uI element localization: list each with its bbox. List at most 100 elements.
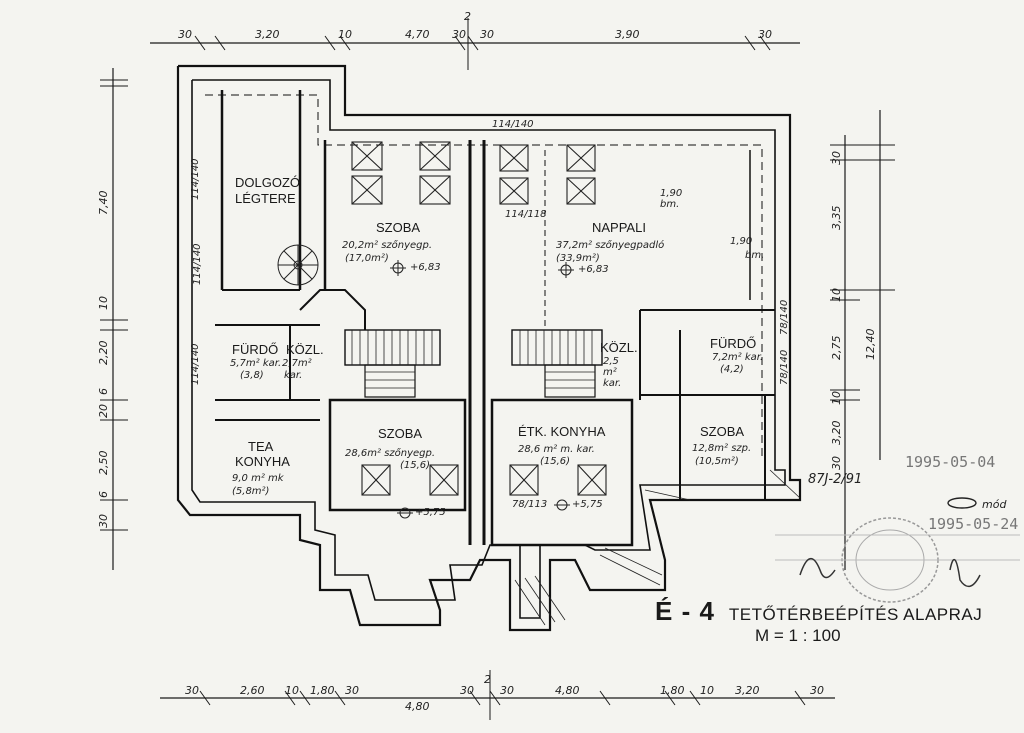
- dim-right-3: 12,40: [864, 329, 877, 361]
- room-kozl-w-label: KÖZL.: [286, 342, 324, 357]
- szoba-nw-area2: (17,0m²): [345, 253, 389, 264]
- dim-top-6: 30: [480, 28, 494, 41]
- kozl-w-area: 2,7m²: [282, 358, 312, 369]
- room-szoba-sc-label: SZOBA: [378, 426, 422, 441]
- dim-top-8: 30: [758, 28, 772, 41]
- beam-label-3: 114/140: [192, 243, 203, 285]
- dim-top-5: 30: [452, 28, 466, 41]
- signature-mark-2: [949, 558, 981, 588]
- dim-top-7: 3,90: [615, 28, 640, 41]
- szoba-sc-level: +5,75: [415, 507, 446, 518]
- dim-right-8: 30: [830, 456, 843, 470]
- etk-level: +5,75: [572, 499, 603, 510]
- beam-label-5: 78/140: [779, 300, 790, 335]
- dim-top-2: 3,20: [255, 28, 280, 41]
- axis-mark-top: 2: [464, 10, 471, 23]
- dim-bottom-1: 30: [185, 684, 199, 697]
- furdo-e-area2: (4,2): [720, 364, 744, 375]
- nappali-level: +6,83: [578, 264, 609, 275]
- room-tea-label: TEA: [248, 439, 274, 454]
- dim-left-1: 7,40: [97, 191, 110, 216]
- dim-right-4: 10: [830, 288, 843, 302]
- kozl-e-area3: kar.: [603, 378, 621, 389]
- dim-right-2: 3,35: [830, 206, 843, 231]
- beam-label-1: 114/140: [492, 119, 534, 130]
- kozl-e-area: 2,5: [603, 356, 619, 367]
- spiral-stair: [277, 244, 319, 286]
- szoba-sc-area: 28,6m² szőnyegp.: [345, 447, 435, 459]
- furdo-e-area: 7,2m² kar.: [712, 352, 763, 363]
- skylight-windows: [351, 141, 607, 496]
- stamp-date-2: 1995-05-24: [928, 515, 1019, 533]
- dim-top-4: 4,70: [405, 28, 430, 41]
- dim-bottom-4: 1,80: [310, 684, 335, 697]
- dim-top-1: 30: [178, 28, 192, 41]
- kozl-w-area2: kar.: [284, 370, 302, 381]
- szoba-nw-area: 20,2m² szőnyegp.: [342, 239, 432, 251]
- dim-bottom-13: 30: [810, 684, 824, 697]
- sheet-scale: M = 1 : 100: [755, 626, 841, 645]
- dim-left-7: 6: [97, 491, 110, 498]
- nappali-area2: (33,9m²): [556, 253, 600, 264]
- stamp-date-1: 1995-05-04: [905, 453, 996, 471]
- level-markers: [390, 260, 574, 519]
- dim-left-6: 2,50: [97, 451, 110, 476]
- room-furdo-e-label: FÜRDŐ: [710, 336, 756, 351]
- dim-bottom-9: 4,80: [555, 684, 580, 697]
- nappali-bm2: 1,90: [730, 236, 752, 247]
- room-kozl-e-label: KÖZL.: [600, 340, 638, 355]
- nappali-area: 37,2m² szőnyegpadló: [556, 239, 664, 251]
- furdo-w-area: 5,7m² kar.: [230, 358, 281, 369]
- szoba-nw-level: +6,83: [410, 262, 441, 273]
- dim-bottom-8: 30: [500, 684, 514, 697]
- nappali-bm1b: bm.: [660, 199, 679, 210]
- room-nappali-label: NAPPALI: [592, 220, 646, 235]
- room-dolgozo-label: DOLGOZÓ: [235, 175, 300, 190]
- dim-left-8: 30: [97, 514, 110, 528]
- tea-area2: (5,8m²): [232, 486, 269, 497]
- room-konyha-label: KONYHA: [235, 454, 290, 469]
- title-block: É - 4 TETŐTÉRBEÉPÍTÉS ALAPRAJ: [655, 596, 982, 627]
- dim-bottom-6: 4,80: [405, 700, 430, 713]
- building-outline: [176, 64, 802, 632]
- nappali-bm1: 1,90: [660, 188, 682, 199]
- dim-top-3: 10: [338, 28, 352, 41]
- room-dolgozo-legtere: LÉGTERE: [235, 191, 296, 206]
- approval-stamp: 87J-2/91 mód: [775, 472, 1020, 603]
- dim-right-7: 3,20: [830, 421, 843, 446]
- beam-label-2: 114/140: [190, 158, 201, 200]
- dim-bottom-7: 30: [460, 684, 474, 697]
- stamp-ref: 87J-2/91: [808, 472, 862, 487]
- dim-left-5: 20: [97, 404, 110, 418]
- dim-bottom-12: 3,20: [735, 684, 760, 697]
- room-etk-konyha-label: ÉTK. KONYHA: [518, 424, 606, 439]
- room-furdo-w-label: FÜRDŐ: [232, 342, 278, 357]
- stamp-mod: mód: [982, 498, 1007, 511]
- room-szoba-nw-label: SZOBA: [376, 220, 420, 235]
- dim-bottom-10: 1,80: [660, 684, 685, 697]
- dim-bottom-2: 2,60: [240, 684, 265, 697]
- szoba-se-area2: (10,5m²): [695, 456, 739, 467]
- sheet-title: TETŐTÉRBEÉPÍTÉS ALAPRAJ: [728, 605, 983, 624]
- szoba-se-area: 12,8m² szp.: [692, 443, 751, 454]
- beam-label-8: 114/118: [505, 209, 547, 220]
- beam-label-4: 114/140: [190, 343, 201, 385]
- beam-label-7: 78/113: [512, 499, 547, 510]
- stair-treads: [351, 330, 801, 626]
- kozl-e-area2: m²: [603, 367, 617, 378]
- dim-bottom-5: 30: [345, 684, 359, 697]
- signature-mark: [799, 558, 836, 579]
- tea-area: 9,0 m² mk: [232, 473, 285, 484]
- dim-right-5: 2,75: [830, 336, 843, 361]
- etk-area: 28,6 m² m. kar.: [518, 444, 595, 455]
- sheet-id: É - 4: [655, 596, 715, 626]
- dim-bottom-3: 10: [285, 684, 299, 697]
- dim-right-1: 30: [830, 151, 843, 165]
- dim-left-2: 10: [97, 296, 110, 310]
- nappali-bm2b: bm.: [745, 250, 764, 261]
- dim-left-4: 6: [97, 388, 110, 395]
- beam-label-6: 78/140: [779, 350, 790, 385]
- furdo-w-area2: (3,8): [240, 370, 264, 381]
- dim-right-6: 10: [830, 391, 843, 405]
